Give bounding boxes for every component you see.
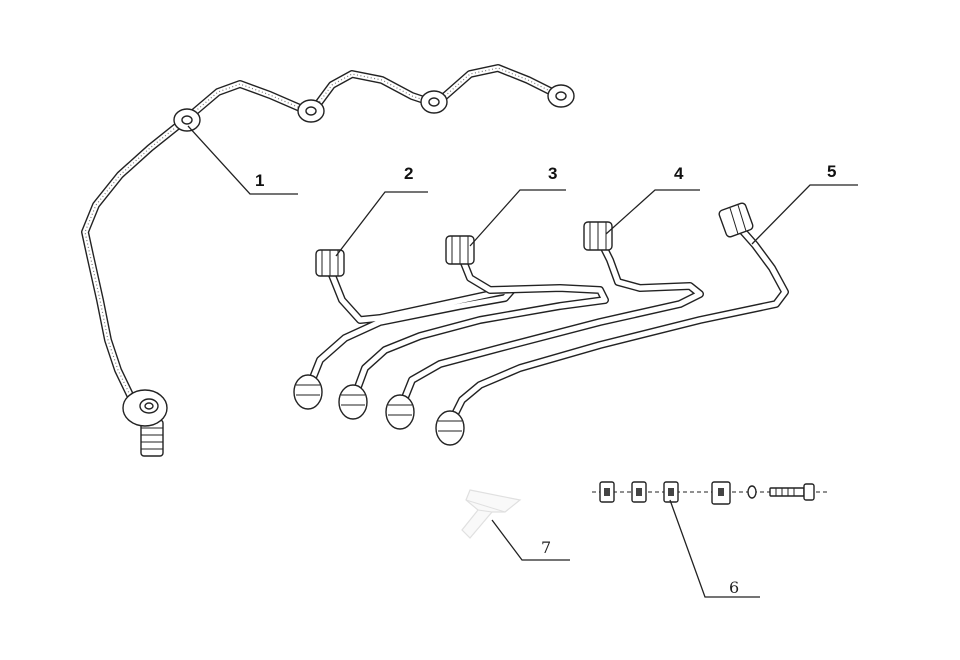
leader-lines [187,125,858,598]
part-3-injection-pipe [338,235,609,420]
banjo-ring-4 [547,84,575,108]
pipe-3-top-nut [445,235,475,265]
banjo-ring-2 [297,99,325,123]
leader-5 [751,184,858,245]
banjo-ring-1 [173,108,201,132]
leader-2 [335,191,428,257]
part-1-return-line [81,64,575,457]
leader-1 [187,125,298,195]
banjo-ring-3 [420,90,448,114]
clamp-washer [747,485,757,499]
pipe-2-bottom-nut [293,374,323,410]
part-7-bracket [461,489,522,539]
leader-6 [669,499,760,598]
clamp-plate [711,481,731,505]
pipe-4-top-nut [583,221,613,251]
callout-3: 3 [548,164,557,183]
clamp-half-1 [599,481,615,503]
end-banjo-bolt [122,389,168,457]
pipe-5-top-nut [718,202,754,238]
callout-6: 6 [729,578,739,597]
callout-5: 5 [827,162,836,181]
callout-2: 2 [404,164,413,183]
clamp-bolt [769,483,815,501]
pipe-4-bottom-nut [385,394,415,430]
part-5-injection-pipe [435,202,789,446]
clamp-half-3 [663,481,679,503]
leader-4 [605,189,700,235]
leader-3 [469,189,566,247]
leader-7 [491,519,570,561]
callout-7: 7 [541,538,551,557]
callout-1: 1 [255,171,264,190]
part-4-injection-pipe [385,221,704,430]
pipe-2-top-nut [315,249,345,277]
callout-4: 4 [674,164,684,183]
part-6-clamp-assembly [592,481,828,505]
pipe-5-bottom-nut [435,410,465,446]
pipe-3-bottom-nut [338,384,368,420]
clamp-half-2 [631,481,647,503]
